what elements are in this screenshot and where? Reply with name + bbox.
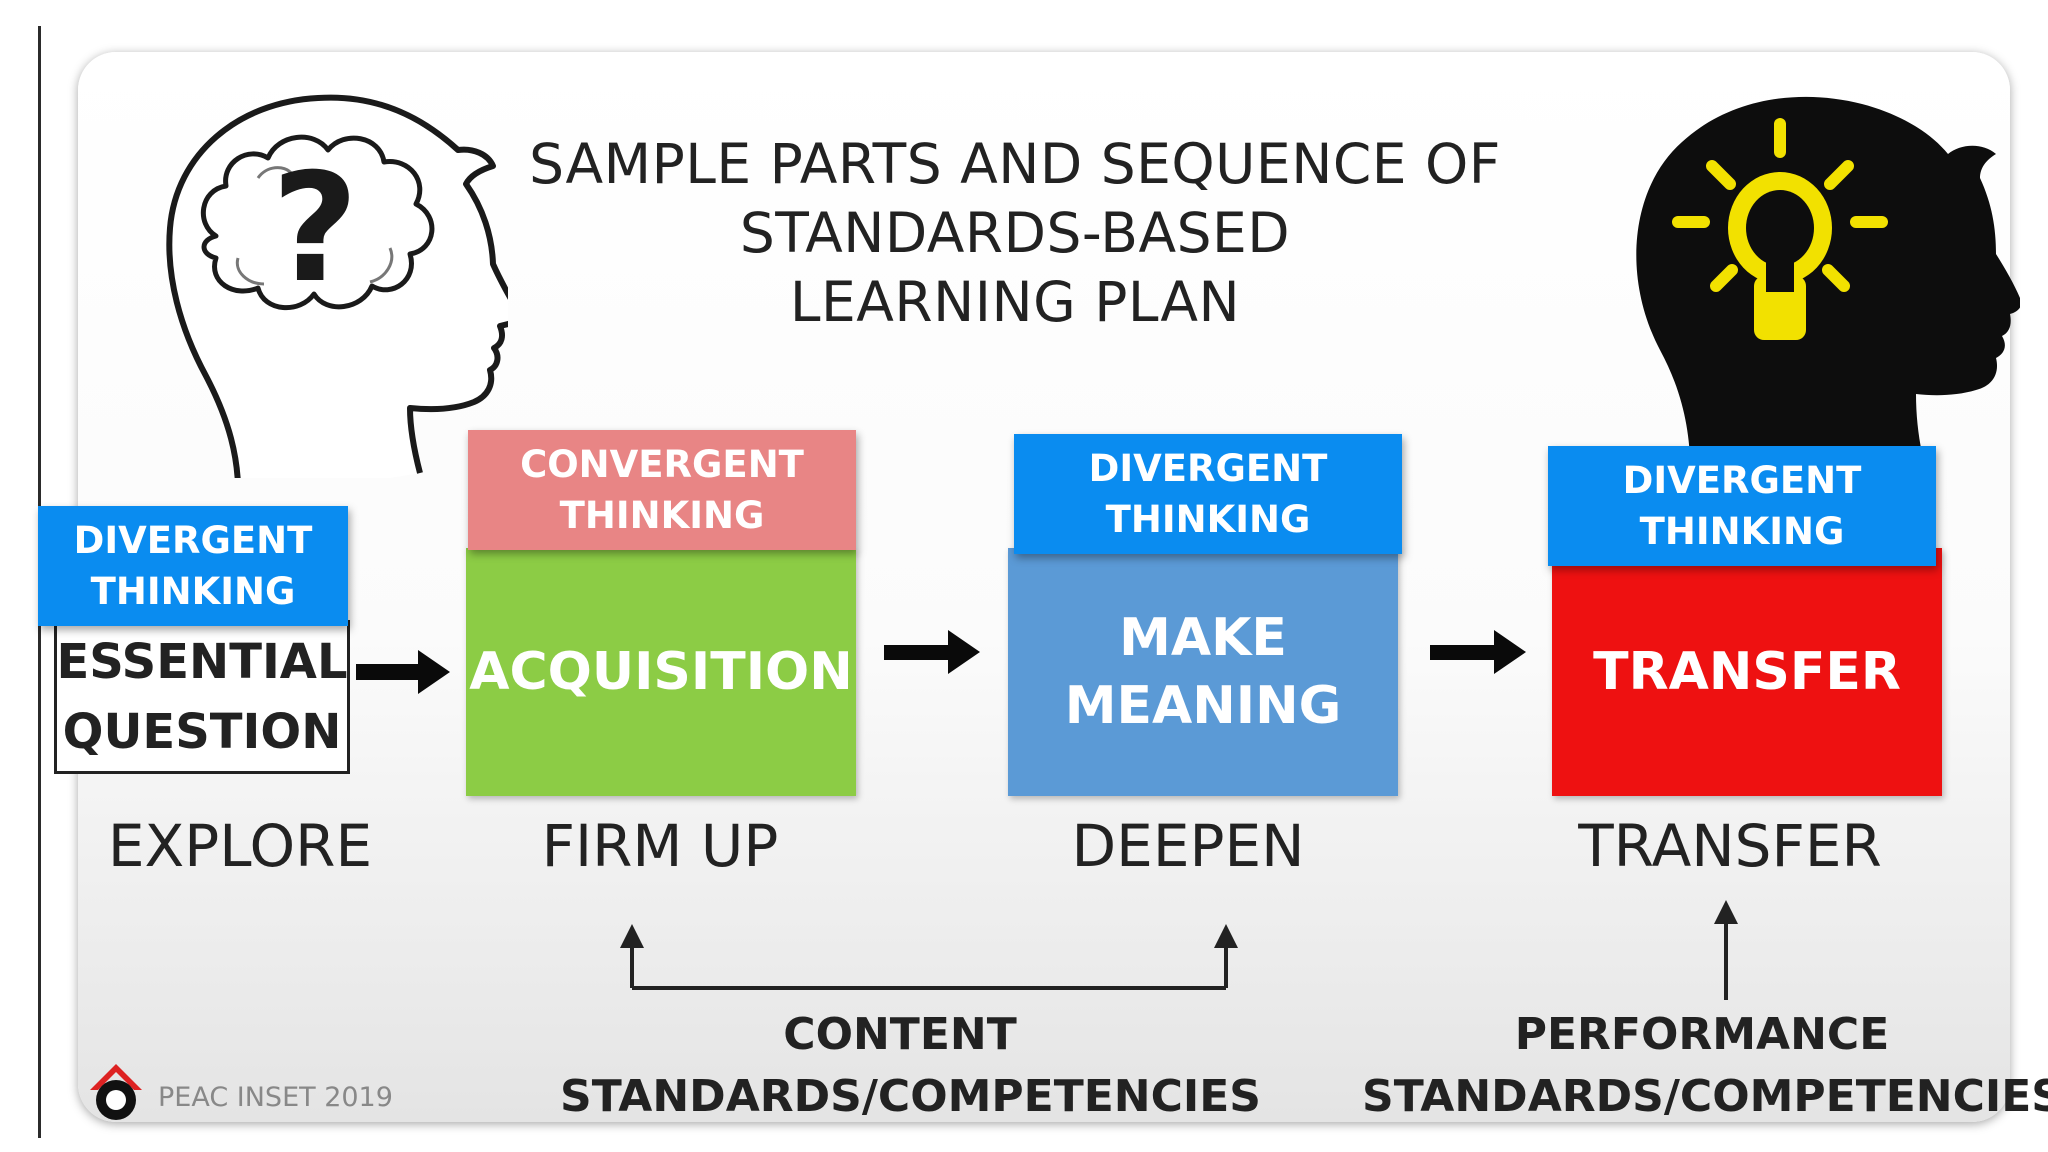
make-meaning-box: MAKE MEANING [1008,548,1398,796]
box-text: ESSENTIAL [56,634,348,690]
title-line: STANDARDS-BASED [739,201,1291,265]
box-text: ACQUISITION [469,642,853,702]
flow-arrow-3 [1430,630,1526,674]
label-text: DIVERGENT [1088,447,1328,490]
box-text: TRANSFER [1593,642,1901,702]
convergent-thinking-label: CONVERGENT THINKING [468,430,856,550]
flow-arrow-1 [356,650,450,694]
performance-standards-label: PERFORMANCE STANDARDS/COMPETENCIES [1362,1004,2048,1128]
divergent-thinking-label: DIVERGENT THINKING [1548,446,1936,566]
stage-label: FIRM UP [541,812,779,880]
label-text: THINKING [1639,510,1845,553]
label-text: THINKING [559,494,765,537]
stage-label: DEEPEN [1071,812,1305,880]
stage-label: EXPLORE [107,812,373,880]
standards-text: PERFORMANCE [1514,1009,1890,1060]
box-text: MEANING [1064,676,1342,736]
peac-logo-icon [90,1064,142,1120]
flow-arrow-2 [884,630,980,674]
transfer-box: TRANSFER [1552,548,1942,796]
acquisition-box: ACQUISITION [466,548,856,796]
label-text: THINKING [90,570,296,613]
box-text: QUESTION [62,704,342,760]
footer-text: PEAC INSET 2019 [158,1082,393,1113]
label-text: DIVERGENT [73,519,313,562]
lightbulb-head-icon [1636,96,2020,468]
standards-text: CONTENT [783,1009,1017,1060]
stage-label: TRANSFER [1578,812,1882,880]
divergent-thinking-label: DIVERGENT THINKING [38,506,348,626]
standards-text: STANDARDS/COMPETENCIES [1362,1071,2048,1122]
standards-text: STANDARDS/COMPETENCIES [560,1071,1261,1122]
divergent-thinking-label: DIVERGENT THINKING [1014,434,1402,554]
content-standards-label: CONTENT STANDARDS/COMPETENCIES [560,1004,1261,1128]
box-text: MAKE [1119,608,1287,668]
label-text: DIVERGENT [1622,459,1862,502]
diagram-title: SAMPLE PARTS AND SEQUENCE OF STANDARDS-B… [440,130,1590,337]
question-head-icon: ? [166,94,508,478]
label-text: THINKING [1105,498,1311,541]
label-text: CONVERGENT [520,443,804,486]
title-line: LEARNING PLAN [789,270,1241,334]
essential-question-box: ESSENTIAL QUESTION [54,620,350,774]
title-line: SAMPLE PARTS AND SEQUENCE OF [529,132,1501,196]
svg-text:?: ? [271,142,358,316]
